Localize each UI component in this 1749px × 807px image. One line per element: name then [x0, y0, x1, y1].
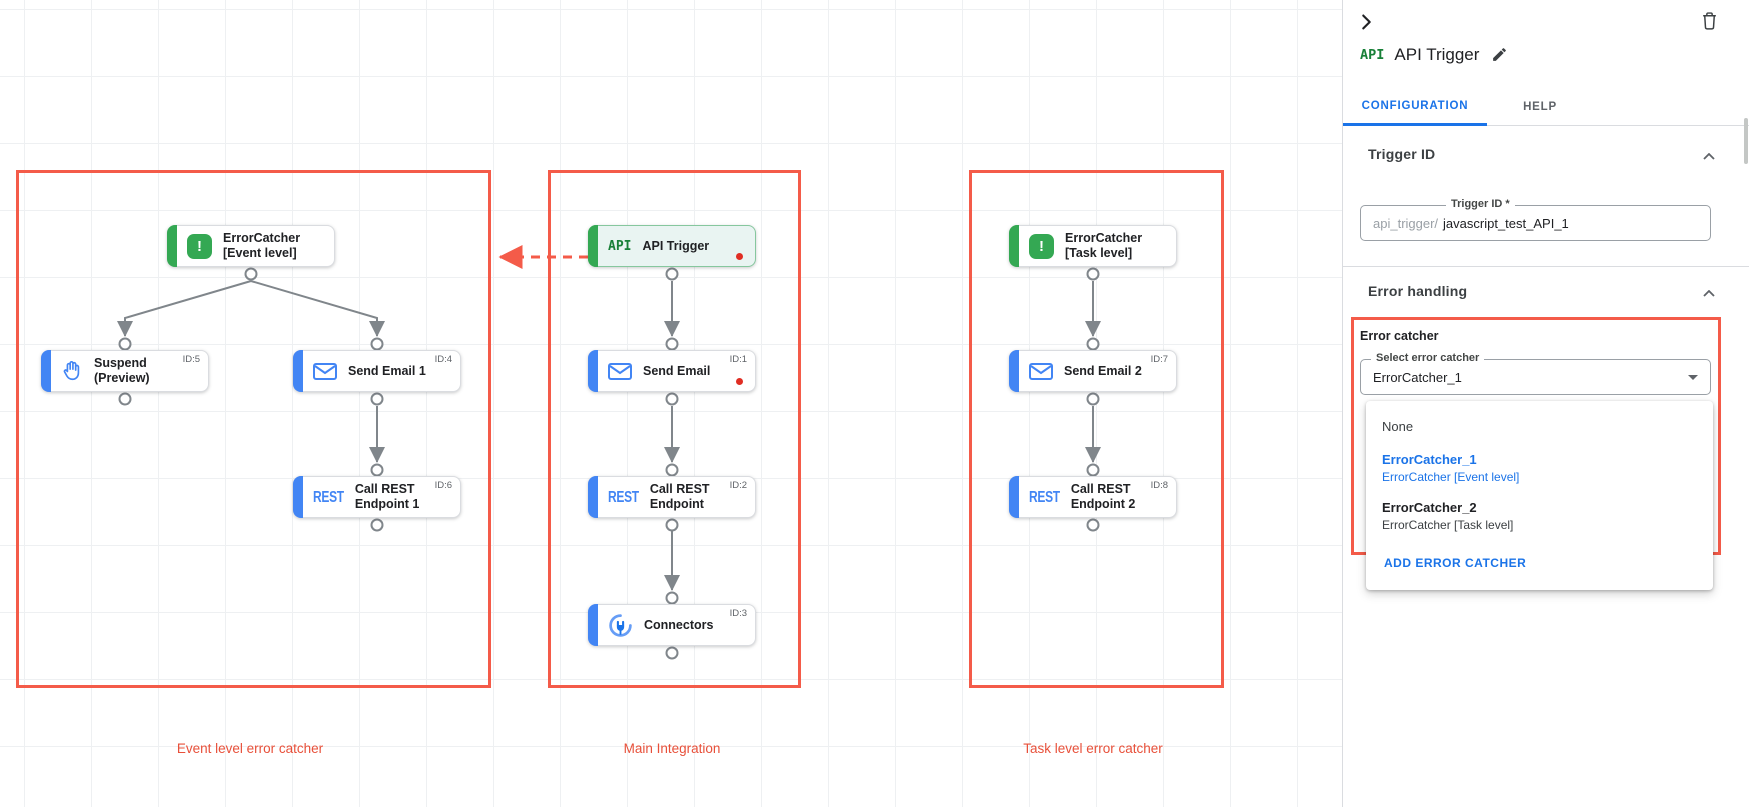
node-accent-bar — [1009, 350, 1019, 392]
node-accent-bar — [1009, 476, 1019, 518]
menu-option-errorcatcher-2[interactable]: ErrorCatcher_2 ErrorCatcher [Task level] — [1366, 492, 1713, 540]
node-id: ID:4 — [434, 354, 452, 365]
node-call-rest-endpoint[interactable]: REST Call REST Endpoint ID:2 — [588, 476, 756, 518]
node-errorcatcher-task-level[interactable]: ! ErrorCatcher [Task level] — [1009, 225, 1177, 267]
mail-icon — [1029, 362, 1053, 380]
collapse-panel-button[interactable] — [1357, 12, 1376, 32]
mail-icon — [313, 362, 337, 380]
node-send-email-2[interactable]: Send Email 2 ID:7 — [1009, 350, 1177, 392]
select-value: ErrorCatcher_1 — [1373, 369, 1462, 385]
node-call-rest-endpoint-2[interactable]: REST Call REST Endpoint 2 ID:8 — [1009, 476, 1177, 518]
trigger-id-value: javascript_test_API_1 — [1443, 215, 1569, 231]
option-description: ErrorCatcher [Task level] — [1382, 518, 1514, 532]
option-name: ErrorCatcher_2 — [1382, 500, 1477, 515]
add-error-catcher-button[interactable]: ADD ERROR CATCHER — [1382, 552, 1528, 574]
node-suspend-preview[interactable]: Suspend (Preview) ID:5 — [41, 350, 209, 392]
caption-task-level: Task level error catcher — [1023, 741, 1163, 756]
node-accent-bar — [1009, 225, 1019, 267]
panel-tabs: CONFIGURATION HELP — [1343, 88, 1749, 126]
node-label: ErrorCatcher [Event level] — [223, 231, 301, 260]
node-accent-bar — [293, 476, 303, 518]
rest-icon: REST — [1029, 487, 1060, 507]
connector-icon — [608, 613, 633, 638]
node-label: Call REST Endpoint — [649, 482, 710, 511]
config-panel: API API Trigger CONFIGURATION HELP Trigg… — [1342, 0, 1749, 807]
error-catcher-menu: None ErrorCatcher_1 ErrorCatcher [Event … — [1366, 401, 1713, 590]
node-label: Send Email 1 — [348, 363, 426, 378]
node-id: ID:2 — [729, 480, 747, 491]
select-label: Select error catcher — [1371, 352, 1485, 364]
node-id: ID:7 — [1150, 354, 1168, 365]
edit-title-button[interactable] — [1489, 44, 1510, 65]
dropdown-caret-icon — [1688, 374, 1698, 380]
menu-option-errorcatcher-1[interactable]: ErrorCatcher_1 ErrorCatcher [Event level… — [1366, 444, 1713, 492]
node-accent-bar — [588, 350, 598, 392]
api-badge-icon: API — [1360, 46, 1385, 63]
node-label: Call REST Endpoint 2 — [1070, 482, 1136, 511]
group-box-task-level — [969, 170, 1224, 688]
group-box-event-level — [16, 170, 491, 688]
chevron-up-icon — [1703, 152, 1715, 160]
node-label: Connectors — [644, 617, 714, 632]
error-catcher-label: Error catcher — [1360, 329, 1439, 343]
panel-title: API Trigger — [1394, 44, 1480, 64]
trigger-id-prefix: api_trigger/ — [1373, 215, 1439, 231]
menu-option-none[interactable]: None — [1382, 419, 1414, 434]
node-label: Send Email 2 — [1064, 363, 1142, 378]
section-header-trigger-id[interactable]: Trigger ID — [1368, 146, 1436, 162]
mail-icon — [608, 362, 632, 380]
node-send-email-1[interactable]: Send Email 1 ID:4 — [293, 350, 461, 392]
node-id: ID:1 — [729, 354, 747, 365]
rest-icon: REST — [313, 487, 344, 507]
node-errorcatcher-event-level[interactable]: ! ErrorCatcher [Event level] — [167, 225, 335, 267]
error-dot — [736, 378, 743, 385]
tab-configuration[interactable]: CONFIGURATION — [1343, 88, 1487, 126]
node-connectors[interactable]: Connectors ID:3 — [588, 604, 756, 646]
node-accent-bar — [293, 350, 303, 392]
delete-trigger-button[interactable] — [1700, 10, 1719, 32]
node-label: ErrorCatcher [Task level] — [1065, 231, 1143, 260]
api-icon: API — [608, 238, 632, 254]
trash-icon — [1703, 12, 1716, 30]
tab-help[interactable]: HELP — [1523, 101, 1557, 113]
node-id: ID:6 — [434, 480, 452, 491]
node-label: Send Email — [643, 363, 711, 378]
node-label: API Trigger — [642, 238, 710, 253]
error-catcher-icon: ! — [187, 233, 212, 259]
error-dot — [736, 253, 743, 260]
node-label: Suspend (Preview) — [94, 356, 150, 385]
integration-canvas[interactable]: ! ErrorCatcher [Event level] Suspend (Pr… — [0, 0, 1342, 807]
node-id: ID:3 — [729, 608, 747, 619]
node-accent-bar — [167, 225, 177, 267]
node-accent-bar — [588, 476, 598, 518]
node-send-email[interactable]: Send Email ID:1 — [588, 350, 756, 392]
rest-icon: REST — [608, 487, 639, 507]
pencil-icon — [1493, 48, 1507, 61]
chevron-right-icon — [1362, 14, 1371, 30]
node-label: Call REST Endpoint 1 — [354, 482, 420, 511]
chevron-up-icon — [1703, 289, 1715, 297]
node-id: ID:5 — [182, 354, 200, 365]
node-api-trigger[interactable]: API API Trigger — [588, 225, 756, 267]
trigger-id-field[interactable]: Trigger ID * api_trigger/ javascript_tes… — [1360, 198, 1711, 241]
divider — [1343, 266, 1749, 267]
caption-main-integration: Main Integration — [623, 741, 721, 756]
option-description: ErrorCatcher [Event level] — [1382, 470, 1520, 484]
panel-scrollbar[interactable] — [1744, 118, 1748, 164]
node-accent-bar — [588, 225, 598, 267]
node-accent-bar — [588, 604, 598, 646]
collapse-trigger-id-button[interactable] — [1701, 146, 1717, 165]
node-call-rest-endpoint-1[interactable]: REST Call REST Endpoint 1 ID:6 — [293, 476, 461, 518]
node-id: ID:8 — [1150, 480, 1168, 491]
option-name: ErrorCatcher_1 — [1382, 452, 1477, 467]
hand-icon — [61, 360, 83, 382]
node-accent-bar — [41, 350, 51, 392]
caption-event-level: Event level error catcher — [176, 741, 324, 756]
collapse-error-handling-button[interactable] — [1701, 283, 1717, 302]
group-box-main-integration — [548, 170, 801, 688]
trigger-id-field-label: Trigger ID * — [1446, 198, 1515, 210]
error-catcher-icon: ! — [1029, 233, 1054, 259]
error-catcher-select[interactable]: Select error catcher ErrorCatcher_1 — [1360, 352, 1711, 395]
section-header-error-handling[interactable]: Error handling — [1368, 283, 1468, 299]
